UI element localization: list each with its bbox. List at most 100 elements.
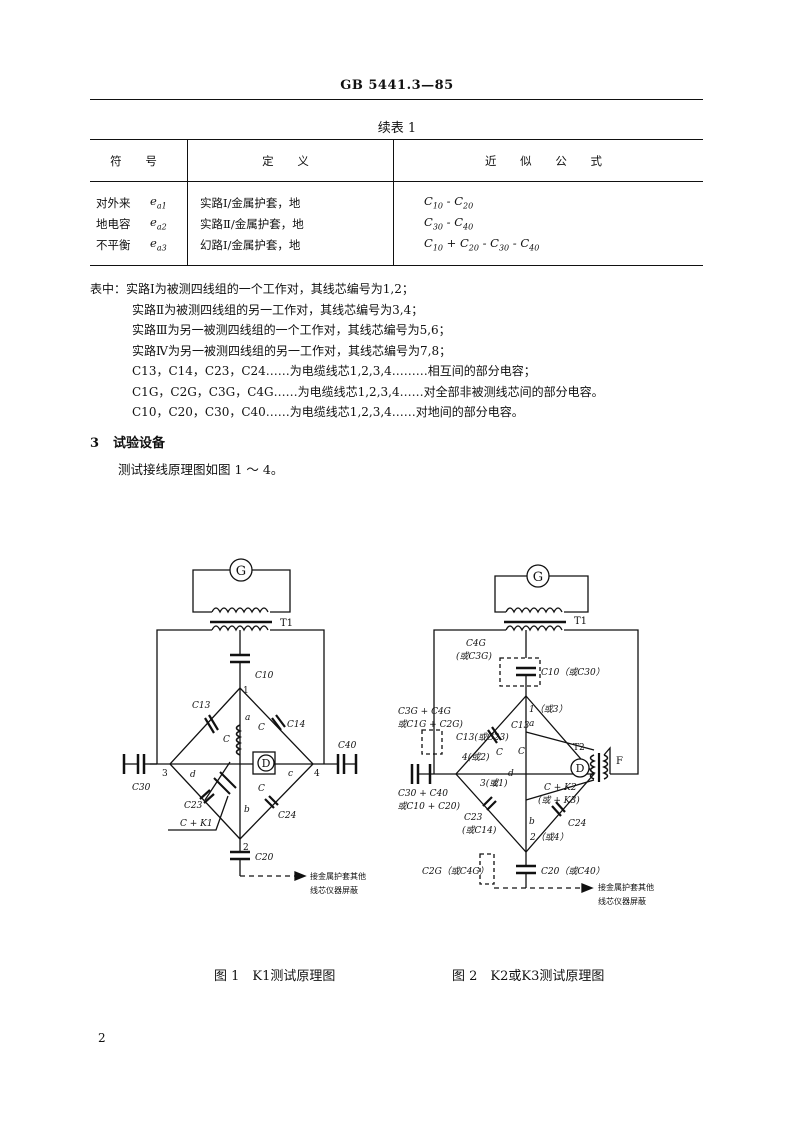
- svg-text:C24: C24: [568, 819, 587, 829]
- svg-text:C: C: [518, 747, 525, 757]
- symbol-cell: ea2: [150, 215, 167, 232]
- svg-text:C10（或C30）: C10（或C30）: [541, 667, 605, 678]
- transformer-t1-primary: [505, 607, 563, 614]
- section-title: 试验设备: [113, 436, 166, 451]
- generator-g-icon: G: [229, 558, 253, 582]
- figure-1-circuit-diagram: G T1 C10 1 C30 3 C40 4 C13 C14 C23 C24 D…: [122, 558, 366, 895]
- svg-text:C10: C10: [255, 671, 274, 681]
- svg-text:1（或3）: 1（或3）: [529, 704, 567, 715]
- transformer-t2-winding: [589, 754, 596, 780]
- svg-text:C40: C40: [338, 741, 357, 751]
- winding-a: [235, 724, 243, 756]
- svg-text:C: C: [258, 784, 265, 794]
- table-notes: 表中：实路Ⅰ为被测四线组的一个工作对，其线芯编号为1,2； 实路Ⅱ为被测四线组的…: [90, 279, 710, 423]
- svg-text:(或 + K3): (或 + K3): [538, 795, 580, 806]
- svg-text:C24: C24: [278, 811, 297, 821]
- column-header-symbol: 符 号: [90, 139, 188, 182]
- svg-text:D: D: [262, 757, 271, 770]
- transformer-t1-secondary: [505, 625, 563, 632]
- svg-text:b: b: [244, 805, 250, 815]
- transformer-primary: [211, 607, 269, 614]
- formula-cell: C10 - C20: [393, 181, 703, 213]
- svg-text:(或C3G): (或C3G): [456, 651, 492, 662]
- svg-text:T2: T2: [573, 743, 585, 753]
- generator-g-icon: G: [526, 564, 550, 588]
- note-line: C1G，C2G，C3G，C4G……为电缆线芯1,2,3,4……对全部非被测线芯间…: [132, 384, 604, 399]
- svg-text:C + K2: C + K2: [544, 783, 577, 793]
- detector-d-icon: D: [252, 751, 276, 775]
- page-number: 2: [98, 1031, 106, 1045]
- svg-text:F: F: [616, 756, 623, 767]
- svg-text:a: a: [529, 719, 534, 729]
- svg-text:C4G: C4G: [466, 639, 486, 649]
- table-row: 对外来 ea1 实路Ⅰ/金属护套，地 C10 - C20: [90, 181, 703, 213]
- svg-text:4: 4: [314, 769, 320, 779]
- svg-text:C13(或C23): C13(或C23): [456, 732, 509, 743]
- svg-text:C23: C23: [184, 801, 203, 811]
- svg-text:D: D: [576, 762, 585, 775]
- definition-cell: 幻路Ⅰ/金属护套，地: [187, 234, 394, 266]
- column-header-definition: 定 义: [187, 139, 394, 182]
- definition-cell: 实路Ⅰ/金属护套，地: [187, 181, 394, 213]
- formula-cell: C30 - C40: [393, 213, 703, 234]
- svg-text:2（或4）: 2（或4）: [529, 832, 568, 843]
- svg-text:1: 1: [243, 686, 249, 696]
- standard-header: GB 5441.3—85: [340, 78, 454, 93]
- transformer-t2-winding: [602, 754, 609, 780]
- svg-text:a: a: [245, 713, 250, 723]
- svg-text:线芯仪器屏蔽: 线芯仪器屏蔽: [310, 885, 358, 895]
- svg-text:C30 + C40: C30 + C40: [398, 789, 448, 799]
- svg-text:C30: C30: [132, 783, 151, 793]
- formula-cell: C10 + C20 - C30 - C40: [393, 234, 703, 266]
- note-line: C10，C20，C30，C40……为电缆线芯1,2,3,4……对地间的部分电容。: [132, 405, 524, 419]
- svg-text:C: C: [496, 748, 503, 758]
- table-row: 不平衡 ea3 幻路Ⅰ/金属护套，地 C10 + C20 - C30 - C40: [90, 234, 703, 266]
- svg-text:C20（或C40）: C20（或C40）: [541, 866, 605, 877]
- svg-text:b: b: [529, 817, 535, 827]
- group-label-line: 地电容: [96, 216, 131, 231]
- symbol-cell: ea1: [150, 194, 167, 211]
- svg-text:c: c: [288, 769, 293, 779]
- note-line: 表中：实路Ⅰ为被测四线组的一个工作对，其线芯编号为1,2；: [90, 282, 414, 296]
- svg-text:C23: C23: [464, 813, 483, 823]
- svg-text:3(或1): 3(或1): [480, 778, 508, 789]
- header-rule: [90, 99, 703, 100]
- figure-2-caption: 图 2 K2或K3测试原理图: [452, 969, 605, 984]
- section-number: 3: [90, 436, 100, 451]
- svg-text:C13: C13: [192, 701, 211, 711]
- symbol-cell: ea3: [150, 234, 188, 266]
- svg-text:4(或2): 4(或2): [461, 752, 490, 763]
- note-line: C13，C14，C23，C24……为电缆线芯1,2,3,4………相互间的部分电容…: [132, 364, 536, 378]
- svg-text:3: 3: [162, 769, 168, 779]
- svg-text:T1: T1: [280, 618, 293, 629]
- svg-text:G: G: [533, 570, 543, 585]
- svg-text:C20: C20: [255, 853, 274, 863]
- note-line: 实路Ⅳ为另一被测四线组的另一工作对，其线芯编号为7,8；: [132, 343, 452, 358]
- group-label-line: 不平衡: [90, 234, 150, 266]
- svg-text:(或C1G + C2G): (或C1G + C2G): [398, 719, 463, 730]
- table-caption: 续表 1: [377, 121, 417, 136]
- svg-text:C2G（或C4G）: C2G（或C4G）: [422, 866, 489, 877]
- svg-text:(或C10 + C20): (或C10 + C20): [398, 801, 460, 812]
- note-line: 实路Ⅱ为被测四线组的另一工作对，其线芯编号为3,4；: [132, 302, 424, 317]
- figure-1-caption: 图 1 K1测试原理图: [214, 969, 336, 984]
- svg-text:(或C14): (或C14): [462, 825, 497, 836]
- column-header-formula: 近 似 公 式: [393, 139, 703, 182]
- svg-text:c: c: [493, 779, 498, 789]
- svg-text:d: d: [508, 769, 514, 779]
- svg-text:C: C: [258, 723, 265, 733]
- group-label-line: 对外来: [96, 195, 131, 210]
- svg-text:线芯仪器屏蔽: 线芯仪器屏蔽: [598, 896, 646, 906]
- svg-text:C + K1: C + K1: [180, 819, 213, 829]
- svg-text:d: d: [190, 770, 196, 780]
- detector-d-icon: D: [570, 758, 590, 778]
- svg-text:接金属护套其他: 接金属护套其他: [310, 871, 366, 881]
- note-line: 实路Ⅲ为另一被测四线组的一个工作对，其线芯编号为5,6；: [132, 323, 451, 337]
- svg-text:G: G: [236, 564, 246, 579]
- capacitance-table: 符 号 定 义 近 似 公 式 对外来 ea1 实路Ⅰ/金属护套，地 C10 -…: [90, 139, 703, 266]
- svg-text:C13: C13: [511, 721, 530, 731]
- svg-text:C14: C14: [287, 720, 306, 730]
- transformer-secondary: [211, 625, 269, 632]
- table-row: 地电容 ea2 实路Ⅱ/金属护套，地 C30 - C40: [90, 213, 703, 234]
- svg-text:接金属护套其他: 接金属护套其他: [598, 882, 654, 892]
